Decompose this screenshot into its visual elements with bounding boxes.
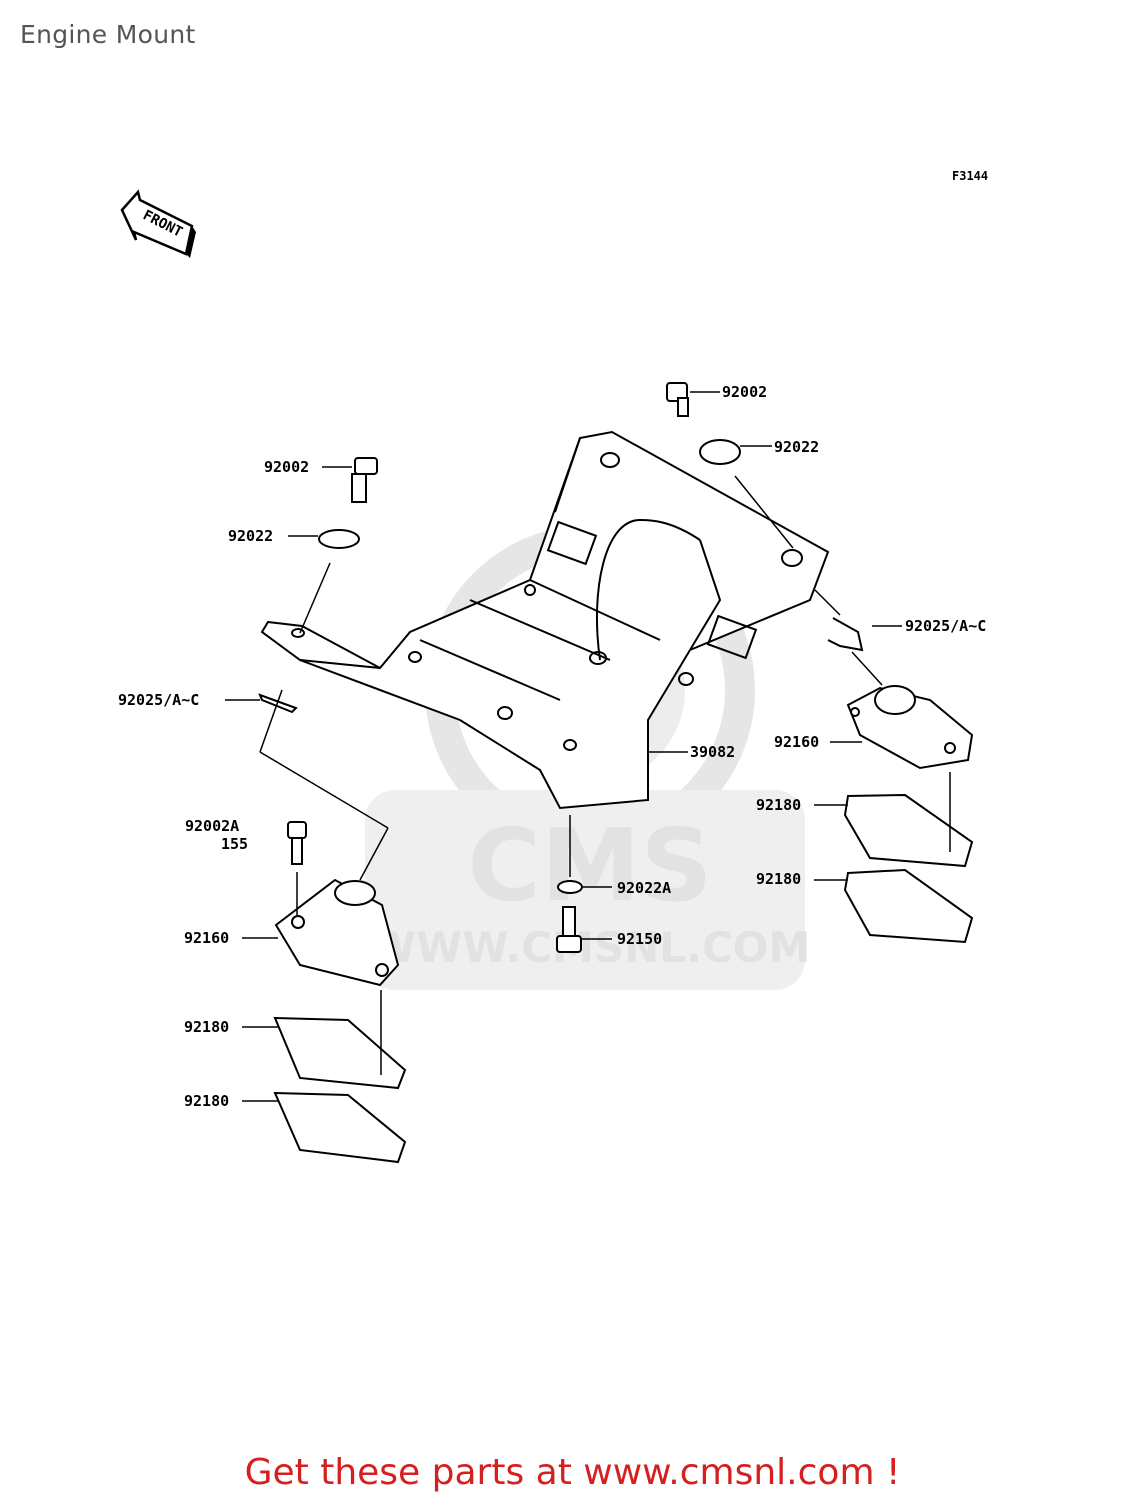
bolt-icon xyxy=(556,906,582,953)
washer-icon xyxy=(318,529,360,549)
watermark-url: WWW.CMSNL.COM xyxy=(370,923,811,972)
shim-plate xyxy=(843,793,974,868)
part-label: 92002A xyxy=(185,817,239,835)
part-label: 92180 xyxy=(756,870,801,888)
rubber-mount-left xyxy=(274,878,400,987)
leader-lines xyxy=(225,391,902,1102)
rubber-mount-right xyxy=(846,685,974,770)
part-label: 92022A xyxy=(617,879,671,897)
part-label: 92150 xyxy=(617,930,662,948)
bolt-icon xyxy=(287,821,307,865)
front-arrow-icon: FRONT xyxy=(120,189,196,258)
page-title: Engine Mount xyxy=(20,20,196,49)
bolt-icon xyxy=(351,457,378,503)
shim-plate xyxy=(273,1091,407,1164)
part-label: 92002 xyxy=(264,458,309,476)
washer-icon xyxy=(699,439,741,465)
footer-link[interactable]: Get these parts at www.cmsnl.com ! xyxy=(244,1452,901,1493)
assembly-lines xyxy=(259,475,951,1075)
washer-icon xyxy=(557,880,583,894)
part-label: 92025/A~C xyxy=(905,617,986,635)
part-label: 92180 xyxy=(184,1092,229,1110)
watermark-brand: CMS xyxy=(468,807,713,924)
figure-code: F3144 xyxy=(952,169,988,183)
part-label: 92180 xyxy=(184,1018,229,1036)
part-label: 92025/A~C xyxy=(118,691,199,709)
part-label: 92002 xyxy=(722,383,767,401)
engine-bracket xyxy=(260,430,830,810)
part-label: 39082 xyxy=(690,743,735,761)
clip-icon xyxy=(827,617,864,652)
part-label: 92022 xyxy=(774,438,819,456)
part-label: 92180 xyxy=(756,796,801,814)
shim-plate xyxy=(843,868,974,944)
bolt-icon xyxy=(666,382,689,417)
part-label: 155 xyxy=(221,835,248,853)
part-label: 92022 xyxy=(228,527,273,545)
shim-plate xyxy=(273,1016,407,1090)
part-label: 92160 xyxy=(184,929,229,947)
part-label: 92160 xyxy=(774,733,819,751)
